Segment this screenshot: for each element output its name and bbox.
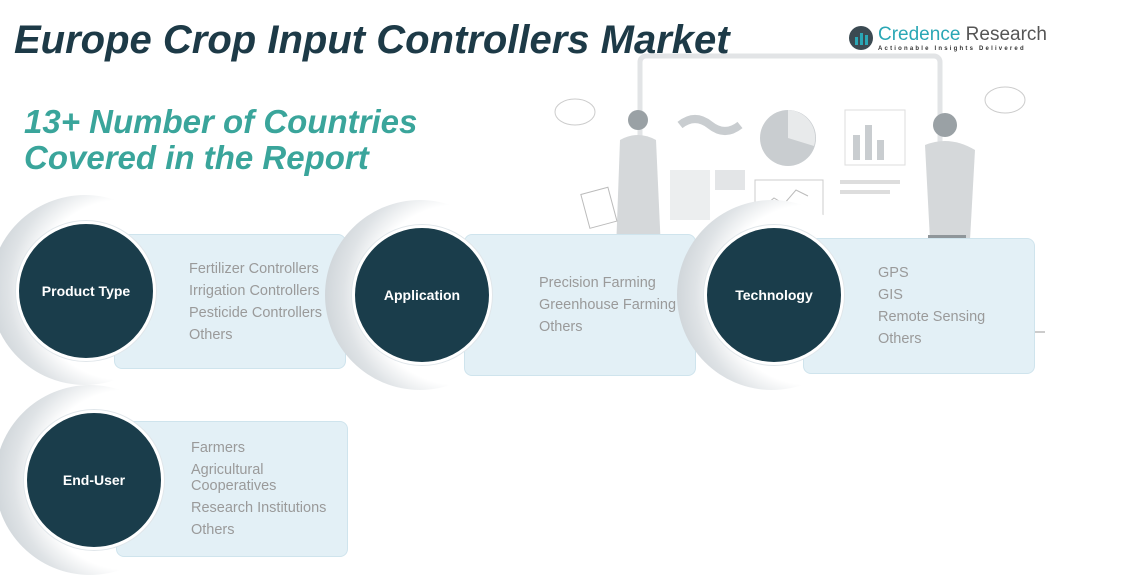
list-item: Farmers xyxy=(191,440,245,456)
list-item: Research Institutions xyxy=(191,500,327,516)
list-item: Precision Farming xyxy=(539,275,656,291)
list-item: Pesticide Controllers xyxy=(189,305,322,321)
list-item: Remote Sensing xyxy=(878,309,986,325)
logo-tagline: Actionable Insights Delivered xyxy=(878,46,1026,52)
presentation-illustration xyxy=(554,53,1045,333)
list-item: Others xyxy=(189,327,233,343)
segment-end-user: End-User xyxy=(24,410,164,550)
logo-icon xyxy=(849,26,873,50)
list-item: Others xyxy=(191,522,235,538)
segment-box xyxy=(116,421,348,557)
list-item: GPS xyxy=(878,265,909,281)
page-title: Europe Crop Input Controllers Market xyxy=(14,18,730,62)
list-item: Agricultural Cooperatives xyxy=(191,462,277,494)
list-item: Greenhouse Farming xyxy=(539,297,677,313)
list-item: Others xyxy=(539,319,583,335)
logo: Credence Research Actionable Insights De… xyxy=(848,24,1047,52)
list-item: Others xyxy=(878,331,922,347)
list-item: Irrigation Controllers xyxy=(189,283,320,299)
segment-product-type: Product Type xyxy=(16,221,156,361)
logo-name: Credence xyxy=(878,24,961,45)
segment-technology: Technology xyxy=(704,225,844,365)
logo-name: Research xyxy=(960,24,1047,45)
subtitle-line: 13+ Number of Countries xyxy=(24,103,418,140)
list-item: GIS xyxy=(878,287,903,303)
subtitle: 13+ Number of Countries Covered in the R… xyxy=(24,104,417,176)
segment-application: Application xyxy=(352,225,492,365)
subtitle-line: Covered in the Report xyxy=(24,139,369,176)
list-item: Fertilizer Controllers xyxy=(189,261,319,277)
